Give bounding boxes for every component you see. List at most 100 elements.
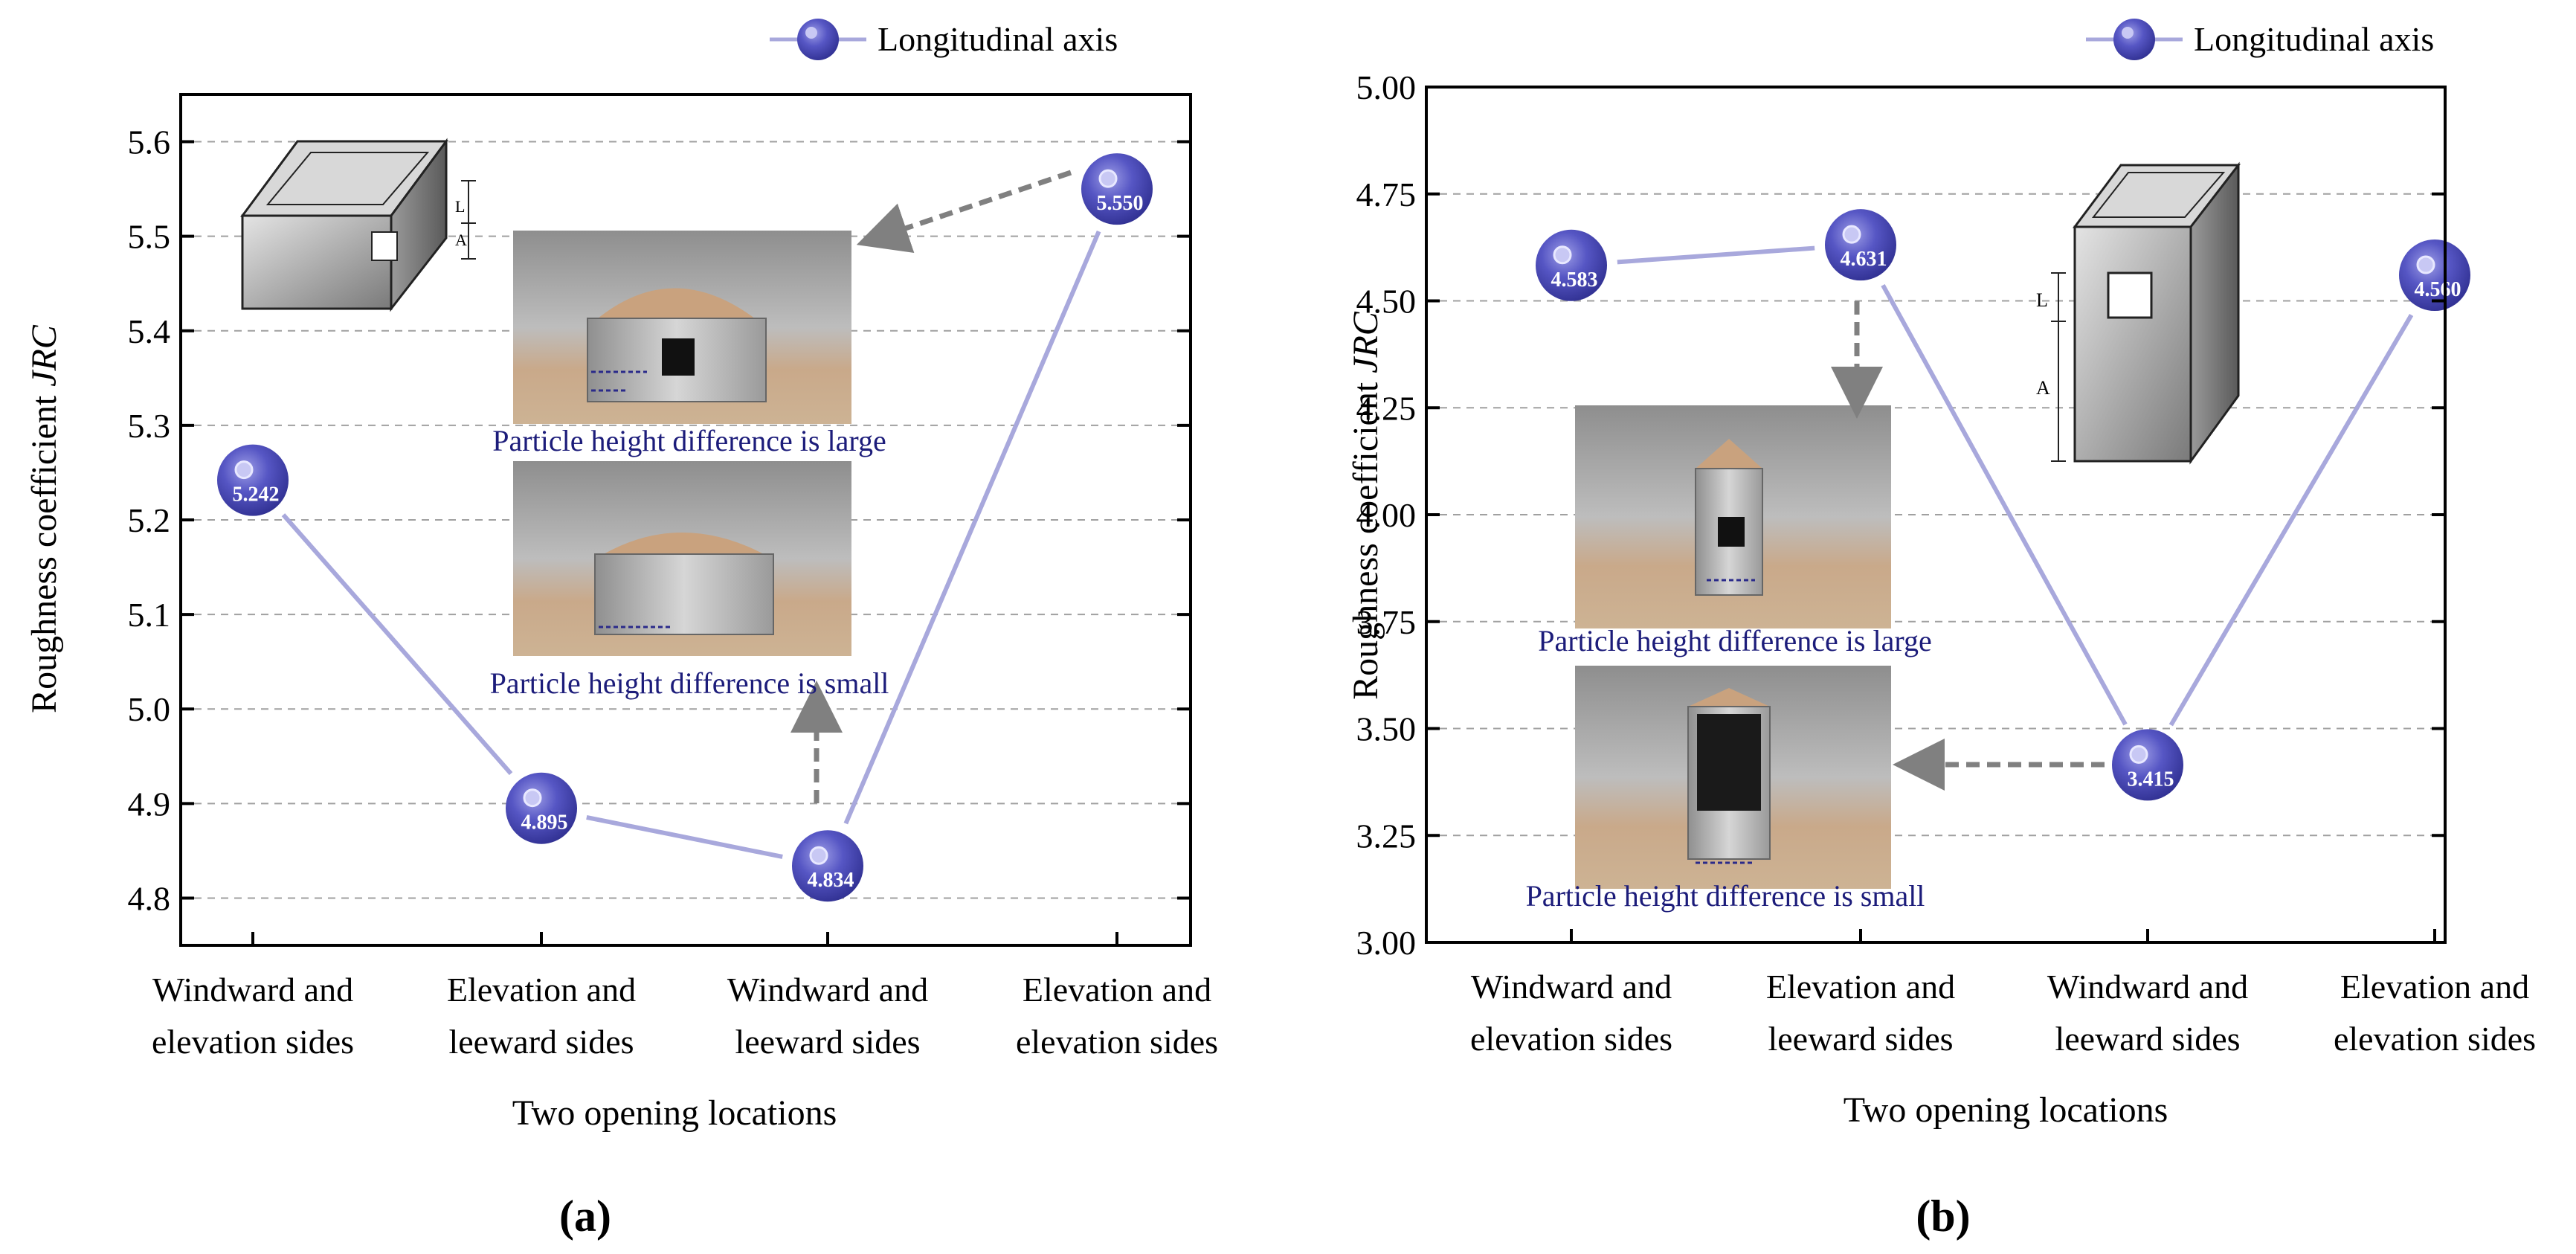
photo-small-difference-b [1575,666,1891,889]
y-tick-label: 4.9 [128,785,171,823]
y-axis-title-italic-b: JRC [1346,311,1385,373]
photo-large-difference-b [1575,405,1891,628]
data-point: 4.631 [1825,209,1896,281]
data-point: 4.895 [506,772,577,844]
y-axis-title-prefix-b: Roughness coefficient [1346,382,1385,700]
photo-small-difference-a [513,461,851,656]
y-tick-label: 5.2 [128,501,171,539]
y-tick-label: 3.50 [1356,710,1417,748]
series-lines-b [1617,245,2414,727]
y-axis-title-italic-a: JRC [25,324,64,387]
legend-a: Longitudinal axis [770,19,1118,60]
data-point: 5.242 [217,444,289,516]
data-point: 5.550 [1081,153,1153,225]
y-tick-label: 5.3 [128,407,171,445]
y-tick-label: 5.0 [128,690,171,728]
annotation-small-a: Particle height difference is small [490,666,889,700]
y-axis-title-b: Roughness coefficient JRC [1346,311,1385,700]
data-point-highlight [809,846,828,865]
series-line-segment [586,814,783,859]
y-ticks-b: 3.00 3.25 3.50 3.75 4.00 4.25 4.50 4.75 5.00 [1356,68,2445,962]
data-point-highlight [234,460,254,480]
data-point: 4.583 [1536,229,1607,301]
data-point-ball [1825,209,1896,281]
panel-b: L A Particle height difference is large … [1346,19,2536,1241]
arrow-to-large-photo-a [856,170,1072,253]
schematic-label-a-b: A [2036,377,2050,399]
data-point: 3.415 [2112,729,2183,801]
y-tick-label: 3.25 [1356,817,1417,855]
annotation-large-b: Particle height difference is large [1538,624,1931,657]
y-tick-label: 3.75 [1356,603,1417,641]
y-tick-label: 4.00 [1356,496,1417,534]
y-tick-label: 4.8 [128,879,171,917]
data-label: 4.560 [2415,278,2461,301]
data-point-highlight [523,788,542,808]
data-point-ball [506,772,577,844]
series-line-segment [281,513,513,776]
y-tick-label: 5.6 [128,123,171,161]
data-points-b: 4.583 4.631 3.415 4.560 [1536,209,2470,801]
schematic-label-l-b: L [2036,289,2048,311]
data-label: 3.415 [2128,768,2174,791]
tower-schematic-b: L A [2036,161,2241,465]
legend-label-b: Longitudinal axis [2194,20,2434,58]
y-tick-label: 5.4 [128,312,171,350]
panel-label-a: (a) [559,1192,611,1241]
y-tick-label: 4.25 [1356,389,1417,427]
series-line-segment [1881,284,2128,726]
series-line-segment [1617,245,1815,265]
y-tick-label: 4.50 [1356,283,1417,321]
data-point-ball [2112,729,2183,801]
data-point-ball [2399,239,2470,311]
x-axis-title-b: Two opening locations [1844,1090,2168,1130]
series-lines-a [281,230,1101,859]
y-axis-title-a: Roughness coefficient JRC [25,324,64,713]
schematic-label-a-a: A [455,231,467,249]
y-ticks-a: 4.84.95.05.15.25.35.45.55.6 [128,123,1191,917]
data-point-ball [792,830,863,902]
y-tick-label: 3.00 [1356,924,1417,962]
data-point-ball [1536,229,1607,301]
legend-b: Longitudinal axis [2086,19,2434,60]
data-point-highlight [1842,225,1861,244]
panel-label-b: (b) [1916,1192,1970,1241]
data-point-highlight [2416,255,2435,274]
data-point-highlight [2129,745,2148,764]
data-label: 4.895 [521,811,568,835]
data-label: 4.583 [1551,269,1598,292]
data-point-ball [217,444,289,516]
data-label: 4.631 [1841,248,1887,271]
data-point: 4.834 [792,830,863,902]
data-point-highlight [1098,169,1118,188]
legend-label-a: Longitudinal axis [878,20,1118,58]
y-axis-title-prefix-a: Roughness coefficient [25,395,64,713]
data-point-ball [1081,153,1153,225]
annotation-large-a: Particle height difference is large [492,424,886,457]
data-label: 5.242 [233,483,280,507]
y-tick-label: 5.5 [128,218,171,256]
schematic-label-l-a: L [455,197,465,216]
box-schematic-a: L A [240,138,476,312]
series-line-segment [843,230,1101,825]
data-point: 4.560 [2399,239,2470,311]
y-tick-label: 5.00 [1356,68,1417,106]
annotation-small-b: Particle height difference is small [1526,879,1925,913]
x-axis-title-a: Two opening locations [512,1093,837,1133]
data-point-highlight [1553,245,1572,265]
panel-a: L A Particle height difference is large … [25,19,1218,1241]
series-line-segment [2168,313,2414,727]
photo-large-difference-a [513,231,851,424]
y-tick-label: 4.75 [1356,176,1417,213]
data-points-a: 5.242 4.895 4.834 5.550 [217,153,1153,902]
